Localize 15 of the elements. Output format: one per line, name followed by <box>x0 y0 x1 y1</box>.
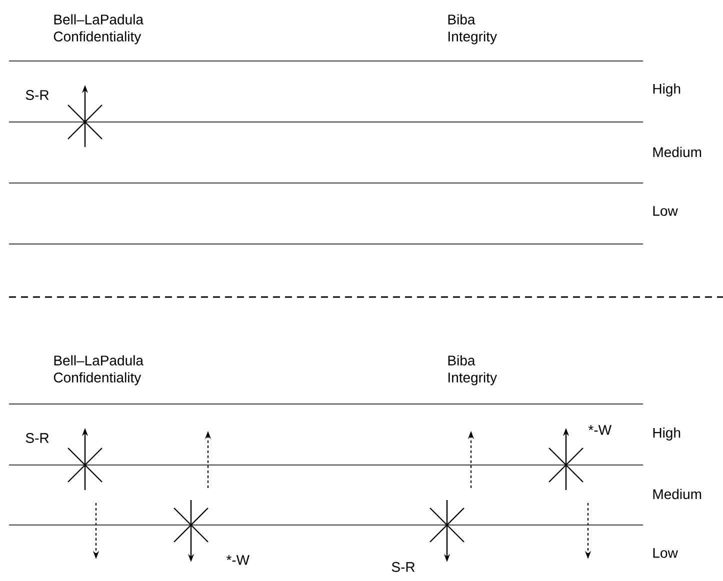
level-label: Medium <box>653 488 702 500</box>
level-label: Low <box>653 548 678 558</box>
model-heading: Bell–LaPadula Confidentiality <box>54 355 144 386</box>
level-label: S-R <box>392 562 415 572</box>
model-heading: Biba Integrity <box>448 14 497 44</box>
level-label: High <box>653 427 680 441</box>
level-label: Medium <box>653 146 702 158</box>
level-label: *-W <box>226 555 250 565</box>
model-heading: Biba Integrity <box>448 355 497 386</box>
level-label: *-W <box>588 425 612 435</box>
level-label: S-R <box>26 90 49 100</box>
level-label: Low <box>653 206 678 216</box>
model-heading: Bell–LaPadula Confidentiality <box>54 14 144 44</box>
level-label: High <box>653 83 680 97</box>
level-label: S-R <box>26 433 49 443</box>
